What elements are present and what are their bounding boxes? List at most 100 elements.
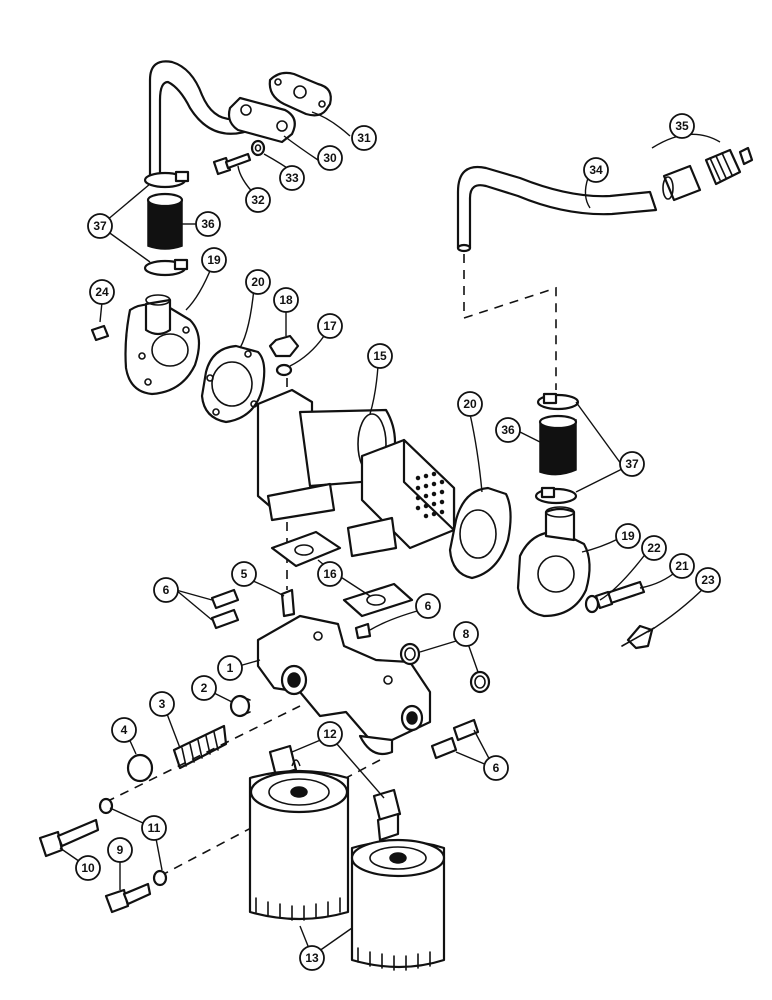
oil-tube-with-flange	[148, 60, 296, 182]
callout-20-left: 20	[245, 269, 271, 295]
svg-text:3: 3	[159, 697, 166, 711]
callout-36-right: 36	[495, 417, 521, 443]
svg-text:31: 31	[357, 131, 371, 145]
valve-2	[229, 694, 251, 718]
adapter-12-right	[372, 788, 402, 842]
callout-32: 32	[245, 187, 271, 213]
svg-text:8: 8	[463, 627, 470, 641]
callout-16: 16	[317, 561, 343, 587]
gasket-20-right	[448, 486, 512, 580]
svg-text:22: 22	[647, 541, 661, 555]
svg-text:24: 24	[95, 285, 109, 299]
flange-gasket-31	[268, 71, 332, 117]
washer-11-lower	[152, 869, 168, 887]
svg-text:6: 6	[163, 583, 170, 597]
gasket-16-left	[270, 530, 342, 568]
callout-2: 2	[191, 675, 217, 701]
plug-4	[126, 753, 154, 783]
callout-6-center: 6	[415, 593, 441, 619]
bolt-9	[104, 882, 152, 914]
hose-clamp-37-upper-left	[143, 170, 190, 189]
svg-text:20: 20	[251, 275, 265, 289]
callout-21: 21	[669, 553, 695, 579]
svg-text:19: 19	[207, 253, 221, 267]
plug-23	[621, 624, 655, 650]
hose-clamp-37-lower-left	[143, 258, 189, 277]
svg-text:23: 23	[701, 573, 715, 587]
plugs-6-right	[430, 718, 480, 760]
nut-18	[268, 334, 300, 358]
hose-clamp-37-lower-right	[534, 486, 578, 505]
svg-text:12: 12	[323, 727, 337, 741]
hose-fitting-35	[704, 146, 754, 186]
callout-35: 35	[669, 113, 695, 139]
svg-text:6: 6	[425, 599, 432, 613]
gasket-16-right	[342, 582, 414, 618]
callout-10: 10	[75, 855, 101, 881]
svg-text:9: 9	[117, 843, 124, 857]
svg-text:37: 37	[625, 457, 639, 471]
oil-hose-34	[456, 165, 658, 253]
svg-text:36: 36	[201, 217, 215, 231]
callout-3: 3	[149, 691, 175, 717]
svg-text:18: 18	[279, 293, 293, 307]
callout-37-right: 37	[619, 451, 645, 477]
bolt-10	[38, 818, 100, 858]
connection-line-bolt-upper	[105, 705, 301, 803]
callout-6-right: 6	[483, 755, 509, 781]
callout-15: 15	[367, 343, 393, 369]
end-cover-19-left	[124, 294, 201, 396]
callout-33: 33	[279, 165, 305, 191]
svg-text:35: 35	[675, 119, 689, 133]
callout-4: 4	[111, 717, 137, 743]
svg-text:34: 34	[589, 163, 603, 177]
svg-text:17: 17	[323, 319, 337, 333]
rubber-hose-36-left	[146, 192, 184, 250]
svg-text:36: 36	[501, 423, 515, 437]
lock-washer-33	[250, 139, 266, 157]
gasket-20-left	[200, 344, 266, 424]
end-cover-19-right	[516, 506, 591, 618]
fitting-5	[280, 588, 296, 618]
o-rings-8	[399, 642, 491, 694]
callout-24: 24	[89, 279, 115, 305]
svg-text:5: 5	[241, 567, 248, 581]
svg-text:20: 20	[463, 397, 477, 411]
callout-34: 34	[583, 157, 609, 183]
washer-17	[275, 363, 293, 377]
oil-cooler-15	[256, 388, 456, 558]
callout-20-right: 20	[457, 391, 483, 417]
svg-text:13: 13	[305, 951, 319, 965]
spring-3	[172, 724, 228, 770]
callout-30: 30	[317, 145, 343, 171]
filter-cartridge-13-right	[350, 838, 446, 971]
connection-line-hose	[463, 254, 557, 390]
callout-6-left: 6	[153, 577, 179, 603]
rubber-hose-36-right	[538, 414, 578, 476]
callout-8: 8	[453, 621, 479, 647]
callout-23: 23	[695, 567, 721, 593]
bolt-21	[594, 580, 646, 610]
callout-13: 13	[299, 945, 325, 971]
callout-17: 17	[317, 313, 343, 339]
svg-text:37: 37	[93, 219, 107, 233]
svg-text:21: 21	[675, 559, 689, 573]
svg-text:11: 11	[148, 821, 161, 835]
svg-text:19: 19	[621, 529, 635, 543]
callout-11: 11	[141, 815, 167, 841]
callout-37-left: 37	[87, 213, 113, 239]
svg-text:1: 1	[227, 661, 234, 675]
callout-22: 22	[641, 535, 667, 561]
svg-text:4: 4	[121, 723, 128, 737]
small-fitting-24	[90, 324, 110, 342]
callout-5: 5	[231, 561, 257, 587]
washer-11-upper	[98, 797, 114, 815]
svg-text:30: 30	[323, 151, 337, 165]
svg-text:16: 16	[323, 567, 337, 581]
fitting-nut-35	[662, 164, 702, 202]
callout-18: 18	[273, 287, 299, 313]
svg-text:6: 6	[493, 761, 500, 775]
callout-1: 1	[217, 655, 243, 681]
svg-text:33: 33	[285, 171, 299, 185]
